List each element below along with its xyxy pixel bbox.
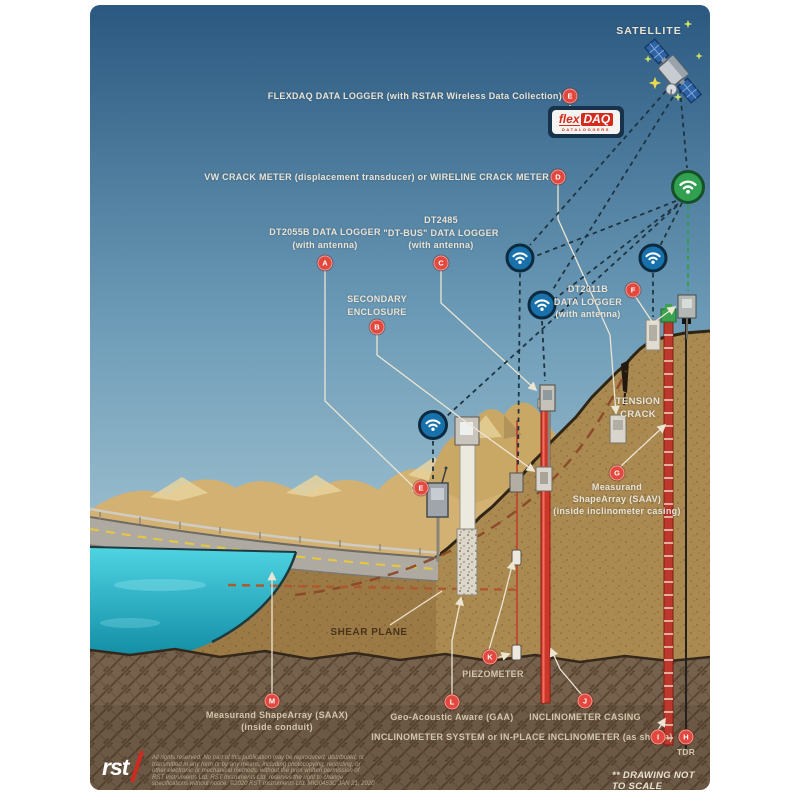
- saav-label: Measurand ShapeArray (SAAV) (inside incl…: [553, 482, 681, 516]
- shear-plane-label: SHEAR PLANE: [330, 627, 408, 638]
- badge-d: D: [550, 169, 566, 185]
- rst-logo-slash: [129, 750, 145, 783]
- wifi-icon-2: [505, 243, 535, 273]
- hillside: [429, 329, 710, 667]
- crack-meter-device: [609, 414, 627, 444]
- reservoir-water: [90, 546, 298, 666]
- terrain-illustration: [90, 5, 710, 790]
- copyright-text: All rights reserved. No part of this pub…: [152, 755, 375, 788]
- badge-b: B: [369, 319, 385, 335]
- dtbus-logger-device: [539, 384, 556, 467]
- gaa-label: Geo-Acoustic Aware (GAA): [390, 712, 514, 722]
- secondary-enclosure-device: [535, 466, 553, 492]
- not-to-scale-note: ** DRAWING NOT TO SCALE: [612, 770, 695, 792]
- shear-plane-line: [294, 370, 628, 597]
- badge-c: C: [433, 255, 449, 271]
- badge-l: L: [444, 694, 460, 710]
- flexdaq-logo-sub: DATALOGGERS: [561, 126, 611, 132]
- hilltop-enclosure-device: [645, 319, 661, 351]
- badge-j: J: [577, 693, 593, 709]
- rst-logo-text: rst: [102, 754, 129, 780]
- badge-g: G: [609, 465, 625, 481]
- dt2011b-label: DT2011B DATA LOGGER (with antenna): [553, 284, 623, 319]
- badge-f: F: [625, 282, 641, 298]
- badge-k: K: [482, 649, 498, 665]
- badge-h: H: [678, 729, 694, 745]
- wifi-icon-green: [671, 170, 705, 204]
- badge-e-device: E: [413, 480, 429, 496]
- badge-a: A: [317, 255, 333, 271]
- flexdaq-logo-daq: DAQ: [580, 112, 614, 126]
- crack-meter-label: VW CRACK METER (displacement transducer)…: [204, 172, 549, 182]
- tension-crack-notch: [621, 360, 629, 393]
- badge-e: E: [562, 88, 578, 104]
- badge-m: M: [264, 693, 280, 709]
- tdr-label: TDR: [676, 747, 696, 757]
- satellite-icon: [643, 38, 703, 104]
- inclinometer-system-label: INCLINOMETER SYSTEM or IN-PLACE INCLINOM…: [371, 732, 673, 742]
- tension-crack-label: TENSION CRACK: [615, 396, 661, 420]
- satellite-label: SATELLITE: [616, 25, 682, 37]
- wifi-icon-3: [527, 290, 557, 320]
- dt2485-label: DT2485 "DT-BUS" DATA LOGGER (with antenn…: [383, 215, 499, 250]
- wifi-icon-1: [418, 410, 448, 440]
- badge-i: I: [650, 729, 666, 745]
- piezometer-label: PIEZOMETER: [462, 669, 524, 679]
- wireless-links: [432, 88, 688, 479]
- flexdaq-logger-device: [426, 466, 449, 562]
- bedrock: [90, 647, 710, 790]
- flexdaq-logo-flex: flex: [558, 111, 580, 126]
- dt2055b-label: DT2055B DATA LOGGER (with antenna): [269, 227, 381, 250]
- saax-label: Measurand ShapeArray (SAAX) (inside cond…: [205, 710, 349, 732]
- leader-lines: [267, 105, 677, 734]
- secondary-enclosure-label: SECONDARY ENCLOSURE: [347, 294, 407, 317]
- inclinometer-casing-label: INCLINOMETER CASING: [529, 712, 641, 722]
- rst-logo: rst: [102, 750, 152, 788]
- wifi-icon-4: [638, 243, 668, 273]
- flexdaq-label: FLEXDAQ DATA LOGGER (with RSTAR Wireless…: [267, 91, 562, 101]
- dt2011b-logger-device: [677, 294, 697, 339]
